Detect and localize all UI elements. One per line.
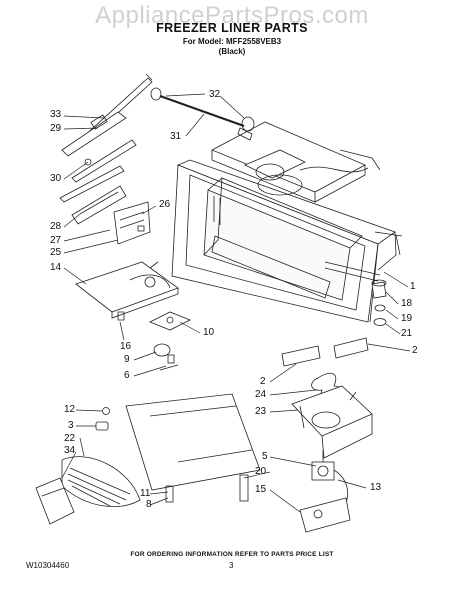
bracket-assembly <box>113 201 151 245</box>
callout-33: 33 <box>50 109 62 120</box>
callout-34: 34 <box>64 445 76 456</box>
callout-14: 14 <box>50 262 62 273</box>
callout-6: 6 <box>124 370 130 381</box>
callout-31: 31 <box>170 131 182 142</box>
drawer-rod <box>150 87 255 141</box>
callout-5: 5 <box>262 451 268 462</box>
callout-24: 24 <box>255 389 267 400</box>
callout-12: 12 <box>64 404 76 415</box>
callout-8: 8 <box>146 499 152 510</box>
callout-9: 9 <box>124 354 130 365</box>
callout-10: 10 <box>203 327 215 338</box>
color-variant: (Black) <box>218 47 246 56</box>
leader-lines <box>61 93 411 513</box>
callout-32: 32 <box>209 89 221 100</box>
slide-rail-assembly <box>59 73 153 225</box>
damper-parts <box>371 279 387 326</box>
document-number: W10304460 <box>26 561 70 570</box>
callout-28: 28 <box>50 221 62 232</box>
vent-grille <box>35 456 141 525</box>
callout-30: 30 <box>50 173 62 184</box>
evaporator-cover <box>75 261 179 319</box>
callout-26: 26 <box>159 199 171 210</box>
callout-16: 16 <box>120 341 132 352</box>
rear-panel <box>95 393 261 503</box>
fan-housing <box>291 372 373 459</box>
page-number: 3 <box>229 561 234 570</box>
callout-21: 21 <box>401 328 413 339</box>
freezer-liner <box>171 121 403 323</box>
page-title: FREEZER LINER PARTS <box>156 21 308 35</box>
callout-1: 1 <box>410 281 416 292</box>
watermark: AppliancePartsPros.com <box>95 2 369 29</box>
callout-13: 13 <box>370 482 382 493</box>
callout-27: 27 <box>50 235 62 246</box>
callout-11: 11 <box>140 488 151 499</box>
callout-20: 20 <box>255 466 267 477</box>
ordering-note: FOR ORDERING INFORMATION REFER TO PARTS … <box>130 551 334 558</box>
callout-19: 19 <box>401 313 413 324</box>
callout-22: 22 <box>64 433 76 444</box>
callout-2-left: 2 <box>260 376 266 387</box>
callout-18: 18 <box>401 298 413 309</box>
callout-3: 3 <box>68 420 74 431</box>
callout-2-right: 2 <box>412 345 418 356</box>
fan-motor <box>299 450 351 533</box>
foam-strip-small <box>239 474 249 502</box>
foam-strips <box>281 337 369 367</box>
callout-23: 23 <box>255 406 267 417</box>
callout-29: 29 <box>50 123 62 134</box>
small-hardware <box>117 311 191 371</box>
callout-15: 15 <box>255 484 267 495</box>
model-number: For Model: MFF2558VEB3 <box>182 37 282 46</box>
callout-25: 25 <box>50 247 62 258</box>
